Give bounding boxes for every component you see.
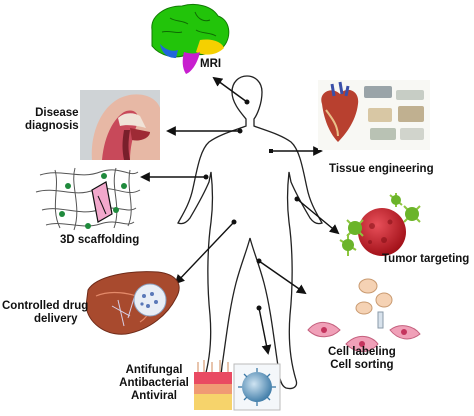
scaffold-mesh-icon [35,167,141,231]
liver-icon [85,271,180,335]
label-mri: MRI [200,58,222,70]
arrow-to-antimicrobial [258,307,272,355]
tumor-nanoparticle-icon [339,193,421,256]
connector-arrows [140,76,340,355]
arrow-to-cell-labeling [258,260,307,295]
label-controlled-drug-delivery: Controlled drug delivery [2,300,88,326]
skin-layers-icon [194,360,232,410]
label-disease-line2: diagnosis [25,120,79,132]
label-antimicrobial: Antifungal Antibacterial Antiviral [116,364,192,403]
throat-anatomy-icon [80,90,160,160]
label-cell-sorting: Cell sorting [330,359,394,371]
label-tumor-targeting: Tumor targeting [382,253,470,265]
label-tissue-engineering: Tissue engineering [329,163,434,175]
label-cell-labeling: Cell labeling [328,346,396,358]
label-antifungal: Antifungal [125,364,183,376]
label-drug-line2: delivery [34,313,78,325]
label-antibacterial: Antibacterial [119,377,189,389]
cells-icon [307,278,421,352]
label-disease-diagnosis: Disease diagnosis [25,107,79,133]
virus-icon [233,363,281,411]
human-body-outline [177,75,323,390]
label-cell-labeling-sorting: Cell labeling Cell sorting [328,346,396,372]
arrow-to-drug-delivery [174,221,235,285]
label-3d-scaffolding: 3D scaffolding [60,234,140,246]
arrow-to-tumor-targeting [296,198,340,235]
label-antiviral: Antiviral [130,390,177,402]
arrow-to-mri [212,76,248,103]
label-disease-line1: Disease [35,107,79,119]
heart-anatomy-icon [318,80,430,150]
label-drug-line1: Controlled drug [2,300,89,312]
brain-icon [151,3,230,74]
